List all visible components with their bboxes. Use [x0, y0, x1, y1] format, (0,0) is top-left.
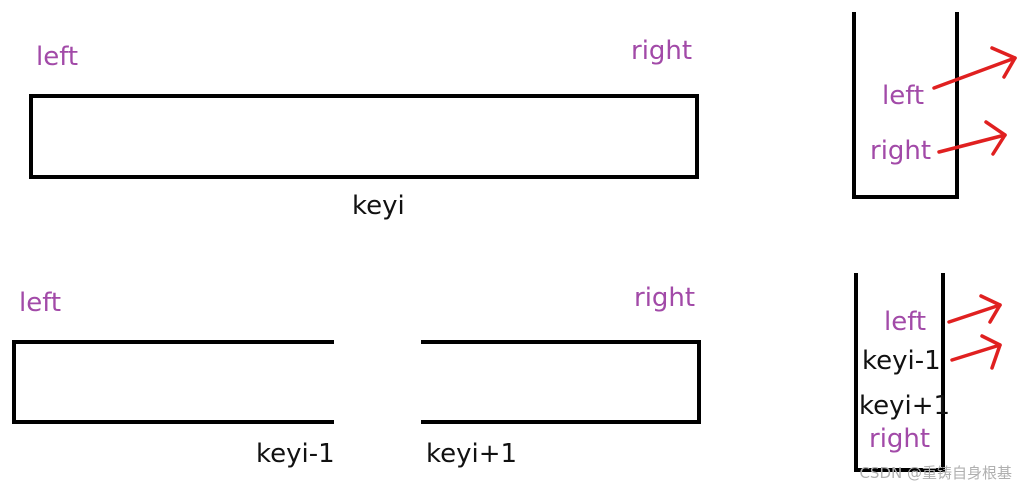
- stack-bottom-item: right: [869, 424, 931, 454]
- push-arrow-icon: [947, 294, 1002, 324]
- push-arrow-icon: [937, 120, 1007, 156]
- bottom-array-right-start-label: keyi+1: [426, 439, 518, 469]
- watermark: CSDN @重铸自身根基: [859, 464, 1012, 482]
- stack-bottom-container: [854, 273, 945, 472]
- stack-top-item: right: [870, 136, 932, 166]
- bottom-array-left-end-label: keyi-1: [256, 439, 335, 469]
- bottom-array-left-label: left: [19, 288, 62, 318]
- top-array-pivot-label: keyi: [352, 191, 405, 221]
- top-array-box: [29, 94, 699, 179]
- stack-bottom-item: keyi-1: [862, 346, 941, 376]
- stack-bottom-item: left: [884, 307, 927, 337]
- push-arrow-icon: [950, 334, 1002, 370]
- stack-bottom-item: keyi+1: [859, 391, 951, 421]
- stack-top-item: left: [882, 81, 925, 111]
- top-array-right-label: right: [631, 36, 693, 66]
- push-arrow-icon: [932, 46, 1017, 90]
- bottom-array-right-label: right: [634, 283, 696, 313]
- top-array-left-label: left: [36, 42, 79, 72]
- bottom-array-left-segment: [12, 340, 334, 424]
- bottom-array-right-segment: [421, 340, 701, 424]
- stack-top-container: [852, 12, 959, 199]
